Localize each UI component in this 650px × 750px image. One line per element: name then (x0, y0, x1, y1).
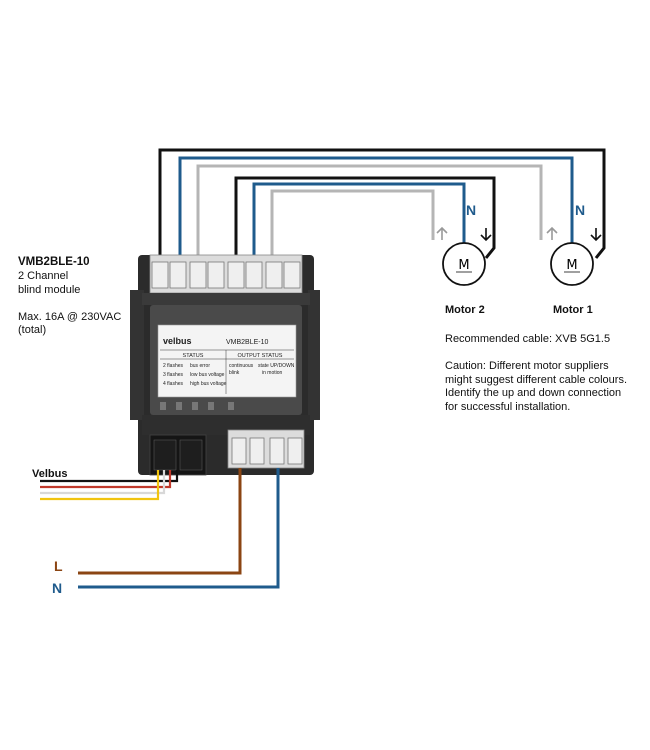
module-description-line1: 2 Channel (18, 270, 69, 282)
motor2-wire-blue (252, 182, 466, 258)
velbus-wires (40, 470, 179, 501)
output-row-mode: blink (229, 370, 240, 376)
status-row-count: 4 flashes (163, 381, 184, 387)
neutral-wire-N (78, 468, 280, 589)
motor2-label: Motor 2 (445, 304, 485, 316)
motor2-wire-grey (270, 189, 435, 258)
module-description-line2: blind module (18, 284, 81, 296)
motor1-label: Motor 1 (553, 304, 593, 316)
status-row-count: 2 flashes (163, 363, 184, 369)
status-row-count: 3 flashes (163, 372, 184, 378)
device-model: VMB2BLE-10 (226, 339, 269, 346)
motor1-neutral-label: N (575, 202, 586, 218)
status-row-desc: high bus voltage (190, 381, 227, 387)
motor1-wire-grey (196, 164, 543, 258)
caution-note: Caution: Different motor suppliers might… (445, 360, 628, 413)
module-rating-line2: (total) (18, 324, 47, 336)
motor2-symbol-letter: M (458, 258, 469, 273)
output-row-desc: state UP/DOWN (258, 363, 295, 369)
module-rating-line1: Max. 16A @ 230VAC (18, 311, 122, 323)
output-row-mode: continuous (229, 363, 254, 369)
motor1-wire-blue (178, 156, 574, 258)
output-status-header: OUTPUT STATUS (238, 353, 283, 359)
phase-wire-L (78, 468, 242, 575)
motor2-neutral-label: N (466, 202, 477, 218)
status-row-desc: low bus voltage (190, 372, 225, 378)
motor1-down-arrow (590, 228, 602, 242)
recommended-cable-note: Recommended cable: XVB 5G1.5 (445, 333, 611, 345)
status-leds (160, 402, 234, 410)
motor1-symbol (550, 242, 594, 286)
motor1-symbol-letter: M (566, 258, 577, 273)
status-header: STATUS (183, 353, 204, 359)
module-title: VMB2BLE-10 (18, 256, 90, 268)
device-brand: velbus (163, 336, 192, 346)
motor1-wire-black (158, 148, 606, 259)
motor2-down-arrow (480, 228, 492, 242)
motor2-up-arrow (436, 226, 448, 240)
blind-module-device: velbus VMB2BLE-10 STATUS OUTPUT STATUS 2… (130, 254, 320, 476)
device-label-plate (157, 324, 297, 398)
output-row-desc: in motion (262, 370, 283, 376)
phase-label: L (54, 558, 63, 574)
motor2-wire-black (234, 176, 496, 259)
velbus-label: Velbus (32, 468, 68, 480)
motor2-symbol (442, 242, 486, 286)
neutral-label: N (52, 580, 63, 596)
top-terminal-screws (151, 261, 301, 289)
status-row-desc: bus error (190, 363, 210, 369)
motor1-up-arrow (546, 226, 558, 240)
